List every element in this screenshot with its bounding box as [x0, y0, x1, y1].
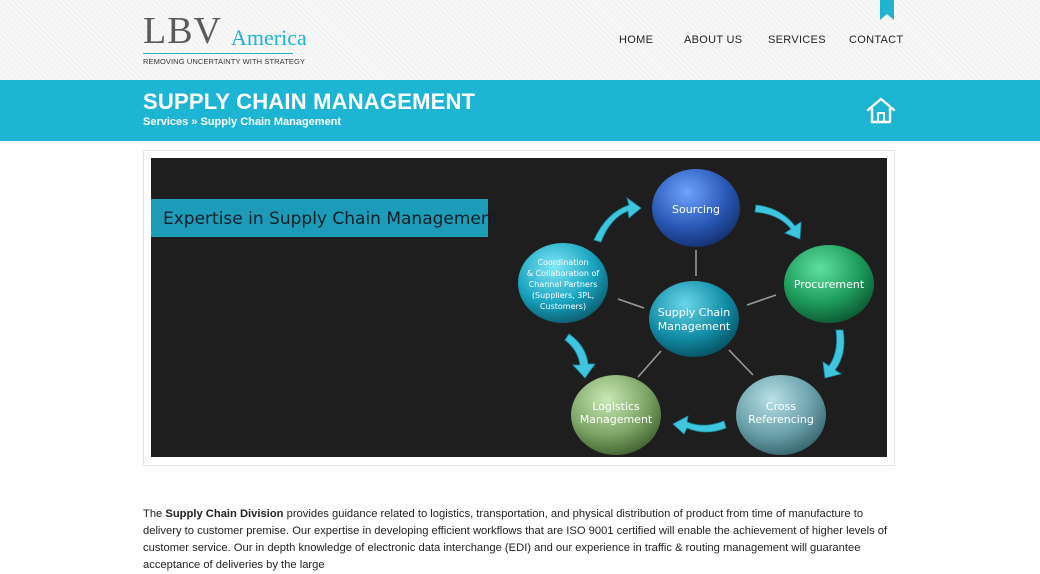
page-title: SUPPLY CHAIN MANAGEMENT: [143, 89, 476, 114]
svg-text:(Suppliers, 3PL,: (Suppliers, 3PL,: [532, 291, 594, 300]
svg-text:Customers): Customers): [540, 302, 586, 311]
title-band: [0, 80, 1040, 141]
intro-bold: Supply Chain Division: [165, 508, 284, 520]
svg-text:Coordination: Coordination: [537, 258, 588, 267]
site-header: LBV America REMOVING UNCERTAINTY WITH ST…: [0, 0, 1040, 80]
svg-text:& Collaboration of: & Collaboration of: [527, 269, 600, 278]
nav-contact[interactable]: CONTACT: [849, 34, 904, 46]
svg-text:Sourcing: Sourcing: [672, 203, 720, 216]
intro-rest: provides guidance related to logistics, …: [143, 508, 888, 571]
svg-text:Management: Management: [658, 320, 731, 333]
logo-america: America: [231, 25, 307, 50]
nav-services[interactable]: SERVICES: [768, 34, 826, 46]
logo-tagline: REMOVING UNCERTAINTY WITH STRATEGY: [143, 57, 306, 66]
svg-text:Referencing: Referencing: [748, 413, 814, 426]
logo-lbv: LBV: [143, 10, 222, 52]
svg-text:Procurement: Procurement: [794, 278, 865, 291]
bookmark-ribbon-icon: [880, 0, 894, 20]
node-coordination: Coordination & Collaboration of Channel …: [518, 243, 608, 323]
intro-lead: The: [143, 508, 166, 520]
nav-home[interactable]: HOME: [619, 34, 654, 46]
svg-text:Supply Chain: Supply Chain: [658, 306, 730, 319]
node-cross-referencing: Cross Referencing: [736, 375, 826, 455]
svg-text:Channel Partners: Channel Partners: [529, 280, 598, 289]
node-procurement: Procurement: [784, 245, 874, 323]
arrow-icon: [593, 197, 642, 243]
flow-arrows: [564, 197, 845, 435]
home-icon[interactable]: [866, 96, 896, 124]
arrow-icon: [564, 333, 596, 379]
node-logistics-management: Logistics Management: [571, 375, 661, 455]
svg-text:Management: Management: [580, 413, 653, 426]
arrow-icon: [672, 415, 727, 435]
banner-box: [151, 199, 488, 237]
spokes: [617, 250, 777, 378]
breadcrumb[interactable]: Services » Supply Chain Management: [143, 116, 342, 128]
node-center: Supply Chain Management: [649, 281, 739, 357]
nav-about-us[interactable]: ABOUT US: [684, 34, 743, 46]
intro-paragraph: The Supply Chain Division provides guida…: [143, 506, 895, 574]
hero-diagram: Expertise in Supply Chain Management Sou…: [151, 158, 887, 457]
logo-underline: [143, 53, 293, 54]
arrow-icon: [754, 204, 802, 240]
svg-text:Logistics: Logistics: [592, 400, 640, 413]
svg-text:Cross: Cross: [766, 400, 796, 413]
arrow-icon: [822, 329, 845, 379]
banner-text: Expertise in Supply Chain Management: [163, 209, 499, 229]
main-nav: HOME ABOUT US SERVICES CONTACT: [0, 34, 1040, 50]
node-sourcing: Sourcing: [652, 169, 740, 247]
